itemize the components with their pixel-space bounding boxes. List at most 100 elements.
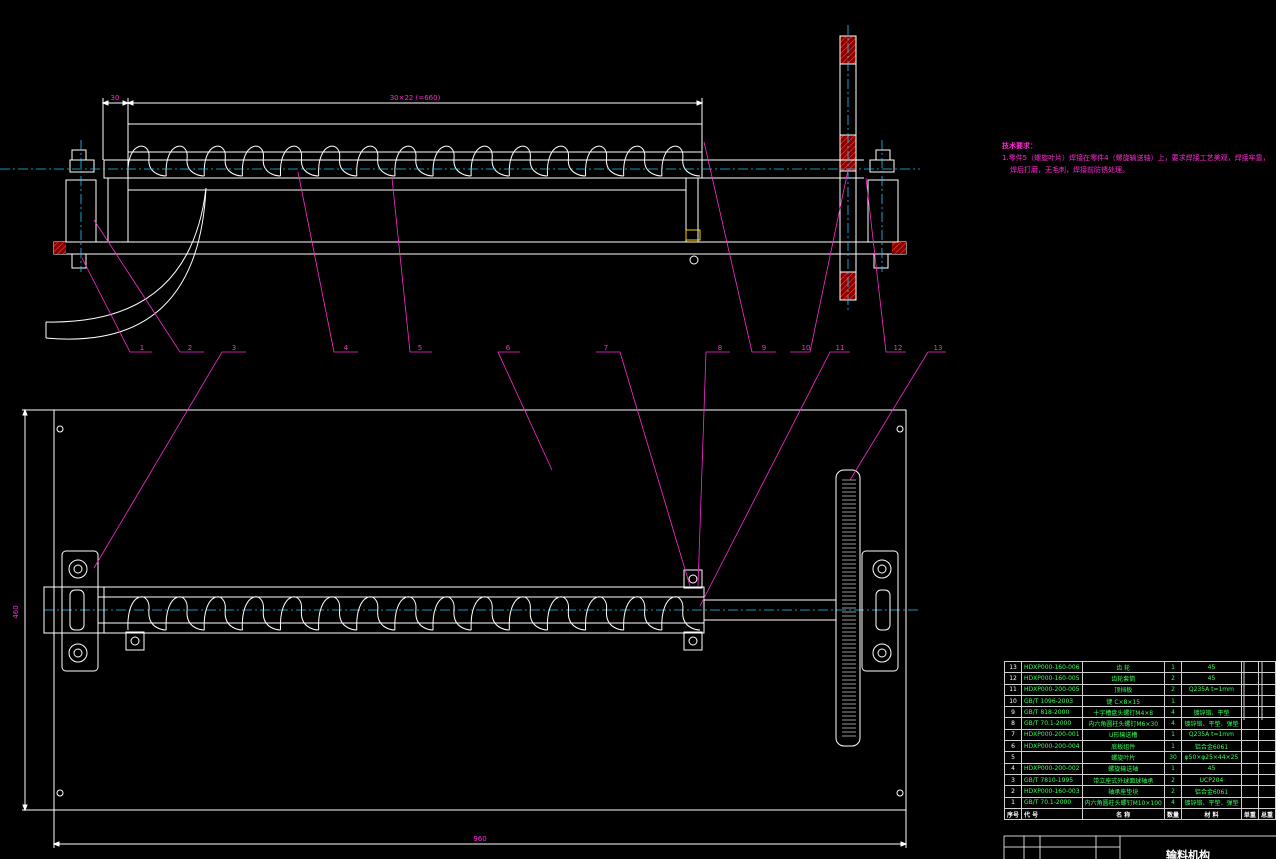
bom-cell: 4 xyxy=(1003,762,1023,775)
bom-cell: HDXP000-200-004 xyxy=(1021,740,1083,753)
plan-screw-helix xyxy=(127,596,701,631)
plan-flight xyxy=(241,596,281,631)
tech-title: 技术要求： xyxy=(1002,142,1037,150)
bom-cell xyxy=(1257,672,1276,685)
bom-cell xyxy=(1257,762,1276,775)
bom-cell xyxy=(1240,785,1259,798)
bom-cell: 序号 xyxy=(1003,807,1023,821)
bom-cell: GB/T 1096-2003 xyxy=(1021,694,1083,708)
bom-cell xyxy=(1257,740,1276,753)
dimension-texts: 30 30×22 (=660) 460 960 xyxy=(12,94,487,843)
leader-lines xyxy=(81,141,946,607)
bom-cell: 4 xyxy=(1163,717,1183,730)
bom-cell: 底板组件 xyxy=(1081,740,1165,753)
bom-cell: 1 xyxy=(1003,796,1023,809)
bom-cell: 1 xyxy=(1163,694,1183,708)
plan-flight xyxy=(356,596,395,631)
plan-flight xyxy=(203,596,243,631)
plan-flight xyxy=(661,596,701,631)
plan-flight xyxy=(318,596,357,631)
bom-cell xyxy=(1240,683,1259,696)
bom-cell: 2 xyxy=(1163,785,1183,798)
bom-cell xyxy=(1240,740,1259,753)
bom-cell: 铝合金6061 xyxy=(1181,740,1242,753)
bom-cell xyxy=(1240,660,1259,674)
callout-13: 13 xyxy=(934,344,943,352)
bom-cell xyxy=(1021,751,1083,764)
bom-cell xyxy=(1240,728,1259,742)
centerlines xyxy=(0,25,920,611)
bom-cell: 9 xyxy=(1003,706,1023,719)
dim-width: 960 xyxy=(473,835,486,843)
bom-cell: 12 xyxy=(1003,672,1023,685)
bom-cell: 1 xyxy=(1163,728,1183,742)
bom-cell: 2 xyxy=(1163,672,1183,685)
front-flight xyxy=(432,145,472,177)
gear-teeth xyxy=(842,479,856,737)
bom-cell: φ50×φ25×44×25 xyxy=(1181,751,1242,764)
bom-cell: 4 xyxy=(1163,796,1183,809)
bom-cell: 名 称 xyxy=(1081,807,1165,821)
bom-cell xyxy=(1240,694,1259,708)
front-flight xyxy=(546,145,586,177)
bom-cell xyxy=(1240,762,1259,775)
bom-cell: 带立座式外球面球轴承 xyxy=(1081,773,1165,787)
bom-cell: 镀锌铬、平垫、弹垫 xyxy=(1181,796,1242,809)
callout-10: 10 xyxy=(802,344,811,352)
bom-cell: Q235A t=1mm xyxy=(1181,728,1242,742)
callout-4: 4 xyxy=(344,344,349,352)
bom-cell: HDXP000-160-006 xyxy=(1021,660,1083,674)
plan-flight xyxy=(165,596,205,631)
plan-flight xyxy=(280,596,319,631)
front-flight xyxy=(280,145,319,177)
bom-cell xyxy=(1257,785,1276,798)
bom-header-row: 序号代 号名 称数量材 料单重总重 xyxy=(1003,807,1276,821)
front-flight xyxy=(470,145,510,177)
bom-cell xyxy=(1257,706,1276,719)
front-flight xyxy=(241,145,281,177)
bom-cell: HDXP000-200-005 xyxy=(1021,683,1083,696)
bom-cell: 1 xyxy=(1163,762,1183,775)
bom-cell: 11 xyxy=(1003,683,1023,696)
bom-cell: 螺旋叶片 xyxy=(1081,751,1165,764)
front-flight xyxy=(508,145,548,177)
bom-cell: 13 xyxy=(1003,660,1023,674)
tech-line-1: 1.零件5（螺旋叶片）焊接在零件4（螺旋输送轴）上，要求焊接工艺美观，焊接牢靠， xyxy=(1002,154,1270,162)
bom-cell: 7 xyxy=(1003,728,1023,742)
bom-cell: 2 xyxy=(1163,683,1183,696)
bom-cell xyxy=(1240,796,1259,809)
bom-cell: 1 xyxy=(1163,740,1183,753)
bom-cell: 数量 xyxy=(1163,807,1183,821)
callout-3: 3 xyxy=(232,344,236,352)
front-flight xyxy=(165,145,205,177)
callout-1: 1 xyxy=(140,344,144,352)
callout-9: 9 xyxy=(762,344,766,352)
bom-cell: 总重 xyxy=(1257,807,1276,821)
plan-flight xyxy=(585,596,624,631)
bom-cell xyxy=(1257,728,1276,742)
bom-cell: 齿 轮 xyxy=(1081,660,1165,674)
bom-cell: 键 C×8×15 xyxy=(1081,694,1165,708)
front-flight xyxy=(661,145,701,177)
plan-flight xyxy=(508,596,548,631)
bom-cell xyxy=(1257,796,1276,809)
bom-cell xyxy=(1257,683,1276,696)
bom-cell: 螺旋输送轴 xyxy=(1081,762,1165,775)
bom-cell: GB/T 70.1-2000 xyxy=(1021,717,1083,730)
callout-11: 11 xyxy=(836,344,845,352)
bom-cell: 1 xyxy=(1163,660,1183,674)
bom-cell: 内六角圆柱头螺钉M6×30 xyxy=(1081,717,1165,730)
plan-flight xyxy=(623,596,662,631)
bom-cell: UCP204 xyxy=(1181,773,1242,787)
dim-pitch-span: 30×22 (=660) xyxy=(390,94,441,102)
bom-cell xyxy=(1240,751,1259,764)
bom-cell: HDXP000-160-005 xyxy=(1021,672,1083,685)
plan-flight xyxy=(432,596,472,631)
bom-cell: GB/T 7810-1995 xyxy=(1021,773,1083,787)
